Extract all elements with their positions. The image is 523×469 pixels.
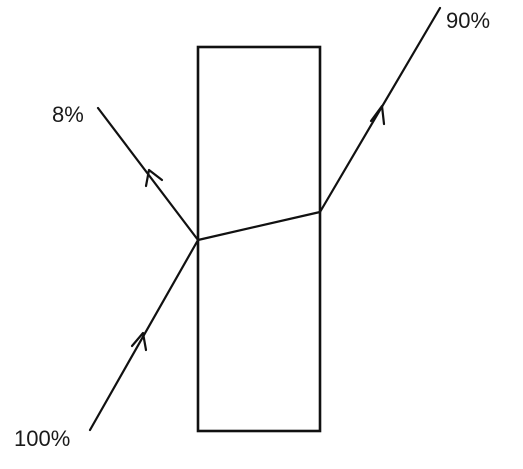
incident-label: 100% [14, 426, 70, 451]
incident-arrowhead-icon [130, 331, 148, 352]
transmitted-label: 90% [446, 8, 490, 33]
reflected-arrowhead-icon [144, 168, 164, 188]
glass-slab [196, 45, 322, 433]
reflected-label: 8% [52, 102, 84, 127]
transmitted-arrowhead-icon [369, 104, 386, 126]
refracted-ray [196, 210, 322, 242]
